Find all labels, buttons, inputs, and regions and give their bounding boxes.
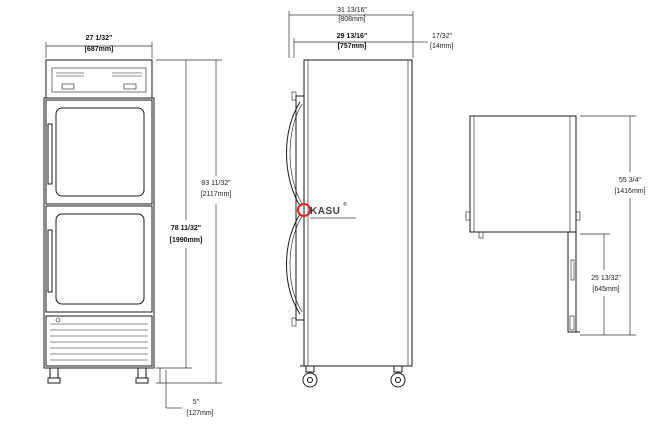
side-caster-right <box>390 365 406 388</box>
front-grille <box>45 315 153 367</box>
side-overall-depth-in: 31 13/16" <box>337 7 367 14</box>
front-leg-left <box>49 367 59 379</box>
front-cabinet-height-mm: [1990mm] <box>170 237 203 244</box>
front-width-mm: [687mm] <box>85 46 114 53</box>
clearance-lower-panel <box>567 231 577 333</box>
front-upper-door <box>45 99 153 205</box>
side-body-depth-mm: [757mm] <box>338 43 367 50</box>
side-caster-left <box>302 365 318 388</box>
front-view: 27 1/32" [687mm] <box>43 35 232 417</box>
side-view: 31 13/16" [808mm] 29 13/16" [757mm] 17/3… <box>286 7 453 388</box>
front-overall-height-in: 83 11/32" <box>201 180 231 187</box>
clearance-upper-height-mm: [1416mm] <box>614 188 645 195</box>
front-leg-right <box>137 367 147 379</box>
front-cabinet-height-in: 78 11/32" <box>171 225 201 232</box>
front-leg-height-mm: [127mm] <box>186 410 213 417</box>
front-upper-handle <box>47 123 53 185</box>
side-door-depth-in: 17/32" <box>432 33 453 40</box>
clearance-lower-height-in: 25 13/32" <box>591 275 621 282</box>
clearance-upper-height-in: 55 3/4" <box>619 177 641 184</box>
clearance-lower-height-mm: [645mm] <box>592 286 619 293</box>
watermark-registered: ® <box>343 201 347 208</box>
watermark-brand: KASU <box>310 206 340 217</box>
clearance-upper-box <box>469 115 577 233</box>
watermark-logo-ring <box>297 203 311 217</box>
front-lower-handle <box>47 229 53 293</box>
front-cabinet <box>43 97 155 369</box>
front-leg-height-in: 5" <box>193 399 200 406</box>
side-body-depth-in: 29 13/16" <box>337 33 368 40</box>
clearance-view: 55 3/4" [1416mm] 25 13/32" [645mm] <box>465 115 646 336</box>
side-upper-door-arc <box>286 101 301 207</box>
front-lower-glass <box>55 213 145 305</box>
side-door-edge <box>295 95 305 321</box>
okasu-watermark: KASU ® <box>297 201 356 219</box>
side-door-depth-mm: [14mm] <box>430 43 453 50</box>
front-width-in: 27 1/32" <box>86 35 113 42</box>
side-overall-depth-mm: [808mm] <box>338 16 365 23</box>
front-lower-door <box>45 205 153 313</box>
front-upper-glass <box>55 107 145 197</box>
front-top-housing <box>45 59 153 99</box>
side-lower-door-arc <box>286 213 301 315</box>
front-overall-height-mm: [2117mm] <box>201 191 232 198</box>
